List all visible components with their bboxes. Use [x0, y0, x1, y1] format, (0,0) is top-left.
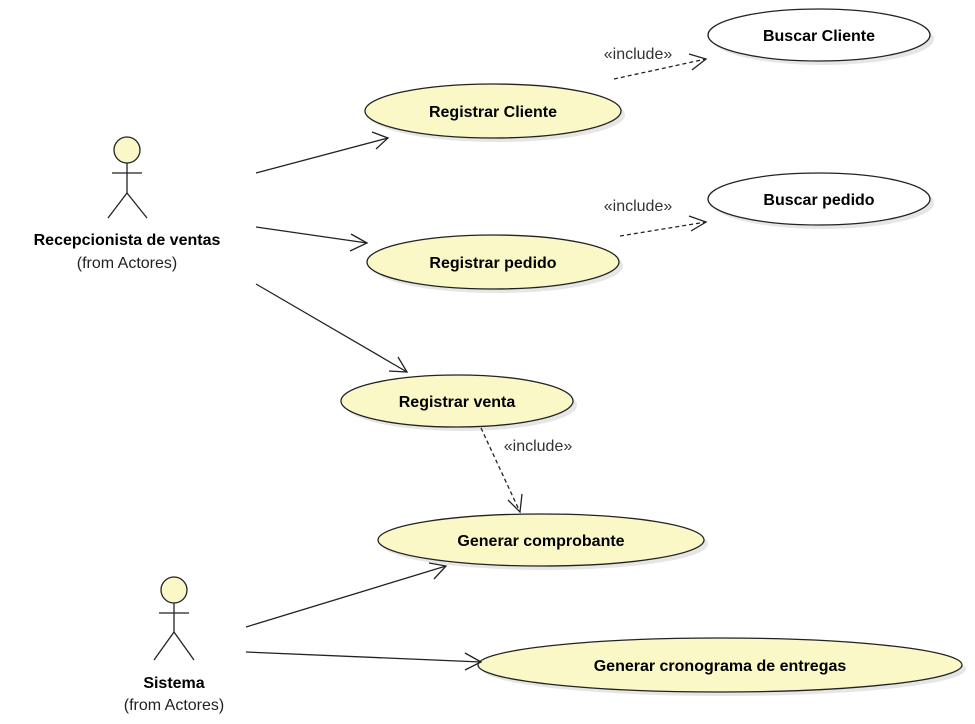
include-line: [619, 221, 707, 237]
actor-sistema-leg-left: [153, 631, 175, 661]
use-case-registrar-cliente-shape: [364, 83, 622, 139]
use-case-generar-comprobante-shape: [377, 513, 705, 567]
association-arrowhead: [464, 652, 483, 671]
actor-recepcionista-name: Recepcionista de ventas: [34, 232, 221, 249]
use-case-buscar-cliente[interactable]: Buscar Cliente: [707, 8, 934, 65]
use-case-registrar-cliente-label: Registrar Cliente: [429, 104, 557, 121]
actor-recepcionista-leg-left: [107, 192, 128, 219]
association-recepcionista-registrar-pedido[interactable]: [255, 226, 369, 252]
include-arrowhead: [507, 493, 523, 514]
use-case-registrar-pedido[interactable]: Registrar pedido: [366, 234, 623, 293]
use-case-generar-cronograma[interactable]: Generar cronograma de entregas: [477, 637, 966, 696]
use-case-registrar-pedido-shape: [366, 234, 620, 290]
include-label: «include»: [604, 198, 673, 215]
actor-recepcionista-head: [113, 136, 141, 164]
actor-sistema-from: (from Actores): [124, 697, 224, 714]
association-line: [255, 283, 408, 373]
association-line: [255, 226, 368, 244]
association-line: [245, 651, 482, 663]
association-sistema-generar-comprobante[interactable]: [245, 562, 448, 628]
include-arrowhead: [688, 215, 708, 232]
actor-sistema-name: Sistema: [143, 675, 204, 692]
include-label: «include»: [604, 46, 673, 63]
actor-recepcionista[interactable]: Recepcionista de ventas (from Actores): [34, 136, 221, 272]
use-case-generar-comprobante-label: Generar comprobante: [457, 533, 624, 550]
actor-recepcionista-leg-right: [126, 192, 148, 219]
association-line: [245, 565, 447, 628]
use-case-buscar-cliente-label: Buscar Cliente: [763, 28, 875, 45]
association-arrowhead: [388, 356, 409, 373]
use-case-registrar-cliente[interactable]: Registrar Cliente: [364, 83, 625, 142]
actor-sistema[interactable]: Sistema (from Actores): [124, 576, 224, 714]
use-case-registrar-venta-shape: [340, 374, 574, 428]
include-line: [613, 58, 707, 80]
use-case-generar-comprobante[interactable]: Generar comprobante: [377, 513, 708, 570]
use-case-buscar-pedido-shape: [707, 172, 931, 226]
use-case-registrar-pedido-label: Registrar pedido: [429, 255, 556, 272]
association-line: [255, 137, 389, 174]
association-recepcionista-registrar-cliente[interactable]: [255, 131, 390, 174]
actor-recepcionista-from: (from Actores): [77, 255, 177, 272]
actor-sistema-leg-right: [173, 631, 195, 661]
association-arrowhead: [371, 131, 390, 150]
include-label: «include»: [504, 438, 573, 455]
include-line: [480, 427, 521, 513]
association-recepcionista-registrar-venta[interactable]: [255, 283, 409, 373]
include-arrowhead: [688, 53, 708, 71]
use-case-buscar-pedido-label: Buscar pedido: [763, 192, 874, 209]
include-registrar-pedido-buscar-pedido[interactable]: «include»: [604, 198, 708, 237]
include-registrar-cliente-buscar-cliente[interactable]: «include»: [604, 46, 708, 80]
use-case-registrar-venta-label: Registrar venta: [399, 394, 516, 411]
use-case-buscar-cliente-shape: [707, 8, 931, 62]
association-arrowhead: [349, 233, 369, 252]
use-case-buscar-pedido[interactable]: Buscar pedido: [707, 172, 934, 229]
use-case-generar-cronograma-shape: [477, 637, 963, 693]
association-arrowhead: [428, 562, 448, 580]
actor-sistema-head: [160, 576, 188, 604]
include-registrar-venta-generar-comprobante[interactable]: «include»: [480, 427, 573, 514]
use-case-registrar-venta[interactable]: Registrar venta: [340, 374, 577, 431]
use-case-generar-cronograma-label: Generar cronograma de entregas: [594, 658, 847, 675]
association-sistema-generar-cronograma[interactable]: [245, 651, 483, 671]
